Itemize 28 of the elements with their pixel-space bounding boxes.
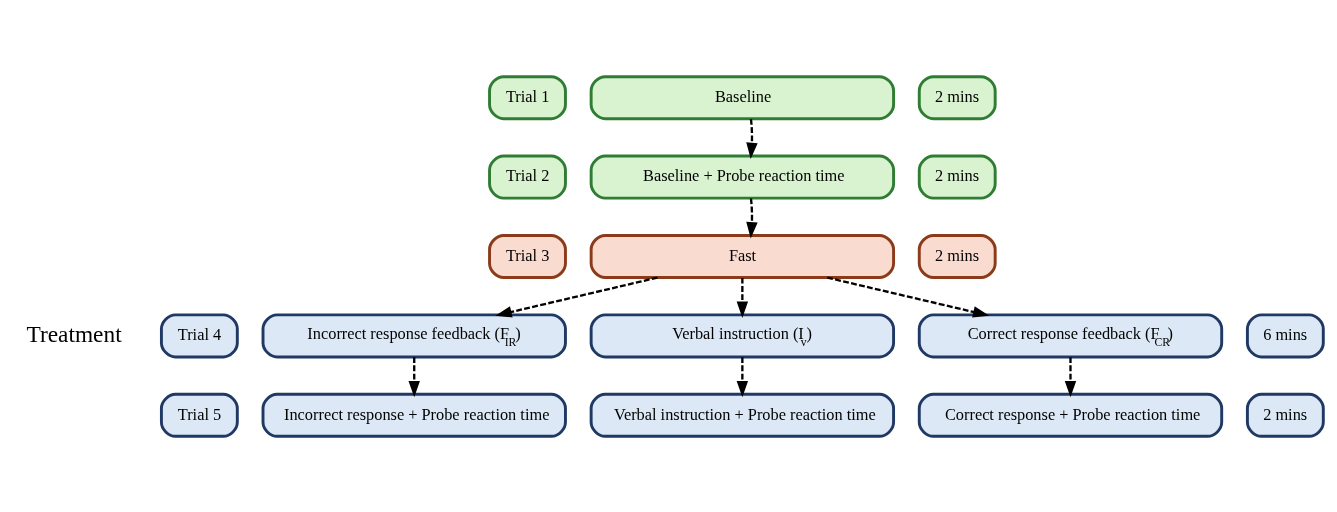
node-box: Trial 5 [159, 392, 239, 438]
arrow [1064, 356, 1077, 397]
arrow [746, 118, 758, 159]
node-box: Fast [589, 233, 896, 279]
node-box: 6 mins [1245, 312, 1325, 358]
node-box: 2 mins [917, 233, 997, 279]
node-box: Incorrect response + Probe reaction time [261, 392, 567, 438]
node-box: Trial 4 [159, 312, 239, 358]
node-box: Verbal instruction + Probe reaction time [589, 392, 896, 438]
node-box: Incorrect response feedback (F$_{IR}$) [261, 312, 567, 358]
node-box: Trial 2 [488, 154, 567, 200]
node-box: Baseline + Probe reaction time [589, 154, 896, 200]
arrow [736, 356, 749, 397]
node-box: Baseline [589, 74, 896, 120]
node-box: 2 mins [1245, 392, 1325, 438]
label: Treatment [26, 320, 122, 347]
arrow [746, 197, 758, 238]
node-box: Correct response + Probe reaction time [917, 392, 1224, 438]
node-box: 2 mins [917, 74, 997, 120]
node-box: Trial 1 [488, 74, 567, 120]
arrow [408, 356, 420, 397]
arrow [736, 277, 749, 318]
node-box: Correct response feedback (F$_{CR}$) [917, 312, 1224, 358]
arrow [495, 275, 658, 317]
node-box: 2 mins [917, 154, 997, 200]
arrow [827, 275, 990, 317]
node-box: Trial 3 [488, 233, 567, 279]
node-box: Verbal instruction (I$_{v}$) [589, 312, 896, 358]
